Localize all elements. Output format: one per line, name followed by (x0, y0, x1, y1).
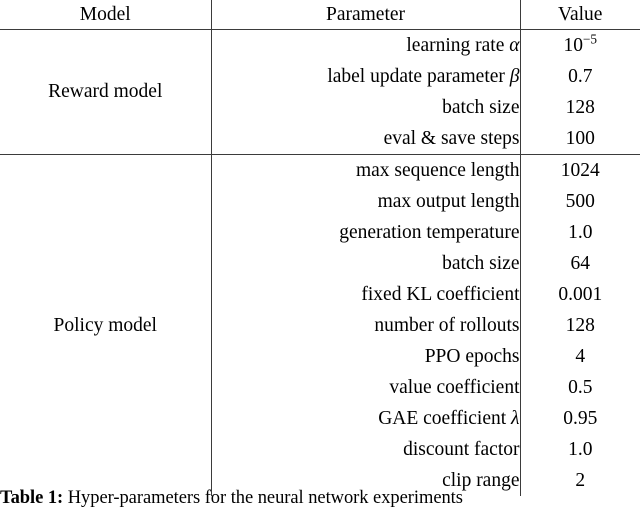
parameter-value: 1.0 (519, 434, 640, 465)
parameter-value: 0.7 (519, 61, 640, 92)
parameter-value: 100 (519, 123, 640, 155)
parameter-value: 1024 (519, 154, 640, 186)
column-header-model: Model (0, 0, 211, 30)
table-caption: Table 1: Hyper-parameters for the neural… (0, 487, 640, 509)
parameter-name: discount factor (210, 434, 520, 465)
parameter-greek-symbol: α (509, 34, 520, 56)
parameter-name: batch size (210, 92, 520, 123)
parameter-name: learning rate α (210, 29, 520, 61)
parameter-name: value coefficient (210, 372, 520, 403)
hyperparameters-table-container: Model Parameter Value Reward model learni… (0, 0, 640, 496)
parameter-name: clip range (210, 465, 520, 496)
column-header-parameter: Parameter (210, 0, 520, 30)
parameter-text: label update parameter (327, 65, 505, 87)
parameter-value: 128 (519, 310, 640, 341)
parameter-value: 10−5 (519, 29, 640, 61)
table-header-row: Model Parameter Value (0, 0, 640, 30)
parameter-name: fixed KL coefficient (210, 279, 520, 310)
model-group-label: Reward model (48, 81, 163, 103)
parameter-name: eval & save steps (210, 123, 520, 155)
parameter-value: 0.5 (519, 372, 640, 403)
parameter-name: max output length (210, 186, 520, 217)
parameter-greek-symbol: λ (511, 407, 520, 429)
parameter-value: 2 (519, 465, 640, 496)
parameter-greek-symbol: β (509, 65, 520, 87)
parameter-value: 0.95 (519, 403, 640, 434)
parameter-name: number of rollouts (210, 310, 520, 341)
parameter-value: 1.0 (519, 217, 640, 248)
value-mantissa: 10 (563, 34, 583, 56)
parameter-name: generation temperature (210, 217, 520, 248)
parameter-name: batch size (210, 248, 520, 279)
caption-body: Hyper-parameters for the neural network … (67, 488, 463, 508)
parameter-value: 128 (519, 92, 640, 123)
parameter-name: label update parameter β (210, 61, 520, 92)
parameter-text: learning rate (406, 34, 505, 56)
hyperparameters-table: Model Parameter Value Reward model learni… (0, 0, 640, 496)
parameter-value: 0.001 (519, 279, 640, 310)
parameter-value: 500 (519, 186, 640, 217)
parameter-value: 4 (519, 341, 640, 372)
parameter-value: 64 (519, 248, 640, 279)
value-exponent: −5 (582, 31, 598, 47)
parameter-text: GAE coefficient (378, 407, 507, 429)
column-header-value: Value (519, 0, 640, 30)
parameter-name: PPO epochs (210, 341, 520, 372)
caption-label: Table 1: (0, 488, 64, 508)
parameter-name: GAE coefficient λ (210, 403, 520, 434)
model-group-label: Policy model (0, 154, 211, 496)
parameter-name: max sequence length (210, 154, 520, 186)
